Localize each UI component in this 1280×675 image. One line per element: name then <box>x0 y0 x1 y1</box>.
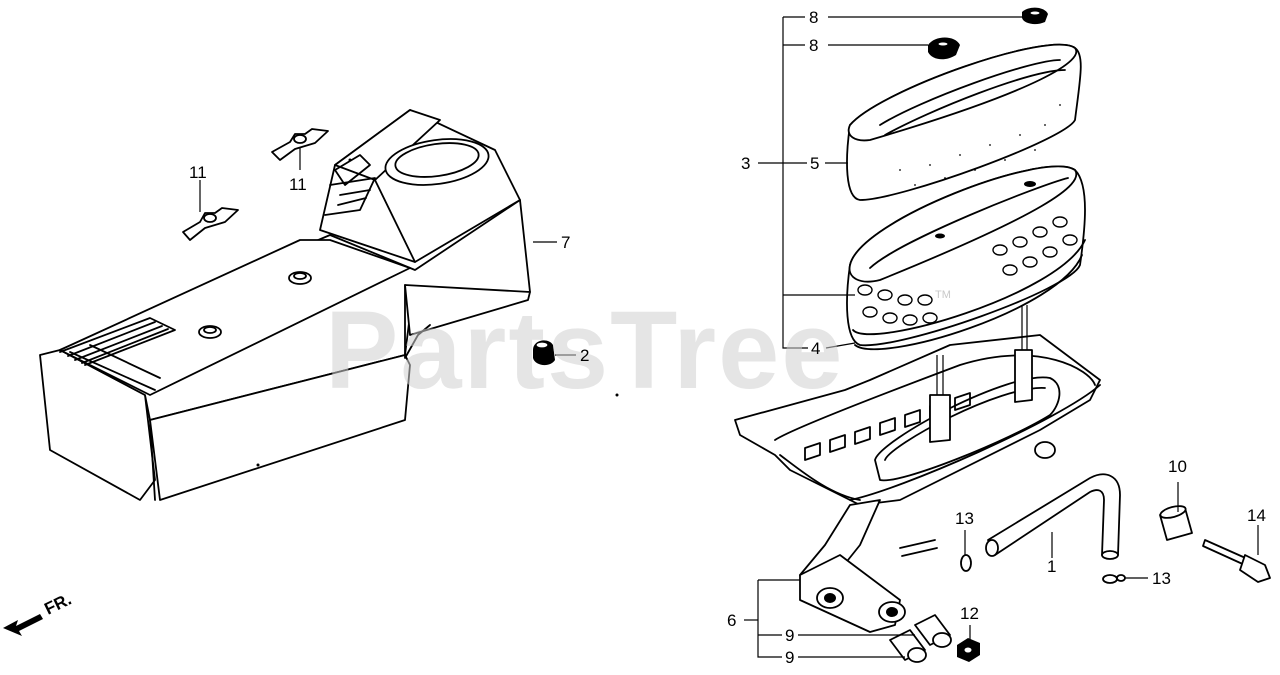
leader-lines <box>199 16 1259 658</box>
callout-labels: 8 8 3 5 4 7 2 11 11 6 9 9 1 10 14 13 13 … <box>189 8 1266 667</box>
callout-6: 6 <box>727 611 736 630</box>
air-cleaner-case <box>734 305 1101 633</box>
callout-11-right: 11 <box>289 175 307 194</box>
grommet <box>533 340 555 366</box>
callout-2: 2 <box>580 346 589 365</box>
watermark: PartsTree TM <box>325 289 951 412</box>
callout-13-lower: 13 <box>1152 569 1171 588</box>
collar-lower <box>889 629 927 663</box>
callout-8-top: 8 <box>809 8 818 27</box>
nut <box>957 638 980 662</box>
callout-1: 1 <box>1047 557 1056 576</box>
collar-upper <box>914 614 952 648</box>
grommet-second <box>928 37 960 60</box>
watermark-trademark: TM <box>935 289 951 301</box>
clip-lower <box>1102 574 1126 584</box>
callout-5: 5 <box>810 154 819 173</box>
front-direction-indicator: FR. <box>3 590 74 636</box>
flange-bolt <box>1202 539 1271 583</box>
breather-tube <box>985 473 1121 560</box>
callout-10: 10 <box>1168 457 1187 476</box>
front-direction-label: FR. <box>41 590 74 619</box>
wing-nut-left <box>182 207 239 241</box>
callout-12: 12 <box>960 604 979 623</box>
callout-11-left: 11 <box>189 163 207 182</box>
callout-3: 3 <box>741 154 750 173</box>
paper-element <box>846 165 1086 350</box>
callout-7: 7 <box>561 233 570 252</box>
callout-9-upper: 9 <box>785 626 794 645</box>
watermark-text: PartsTree <box>325 289 844 412</box>
air-cleaner-cover <box>39 109 619 501</box>
callout-4: 4 <box>811 339 820 358</box>
callout-14: 14 <box>1247 506 1266 525</box>
grommet-top <box>1022 7 1048 25</box>
clip-upper <box>960 554 972 572</box>
callout-8-second: 8 <box>809 36 818 55</box>
wing-nut-right <box>271 128 329 161</box>
outer-foam-element <box>846 43 1082 201</box>
callout-9-lower: 9 <box>785 648 794 667</box>
callout-13-upper: 13 <box>955 509 974 528</box>
collar <box>1159 505 1193 541</box>
